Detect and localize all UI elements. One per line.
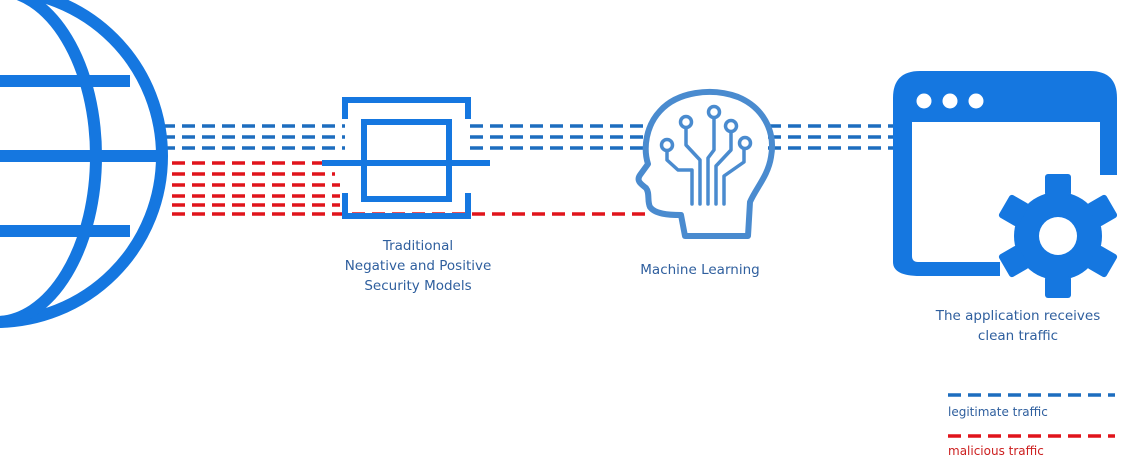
malicious-traffic-lines <box>172 161 652 216</box>
legend-malicious-label: malicious traffic <box>948 444 1044 458</box>
application-window-gear-icon <box>893 71 1120 298</box>
window-dots <box>916 93 984 109</box>
globe-icon <box>0 0 168 328</box>
legend-swatches <box>948 393 1115 438</box>
machine-learning-head-icon <box>635 89 775 239</box>
filter-label: Traditional Negative and Positive Securi… <box>318 236 518 296</box>
app-label: The application receives clean traffic <box>918 306 1118 346</box>
legend-legitimate-label: legitimate traffic <box>948 405 1048 419</box>
filter-label-line-2: Negative and Positive <box>344 258 492 274</box>
filter-label-line-1: Traditional <box>382 238 454 254</box>
app-label-line-1: The application receives <box>935 308 1101 324</box>
firewall-filter-icon <box>322 97 490 219</box>
filter-label-line-3: Security Models <box>364 278 472 294</box>
app-label-line-2: clean traffic <box>977 328 1059 344</box>
legitimate-traffic-lines <box>162 124 905 150</box>
ml-label: Machine Learning <box>640 262 760 278</box>
gear-icon <box>996 174 1120 298</box>
